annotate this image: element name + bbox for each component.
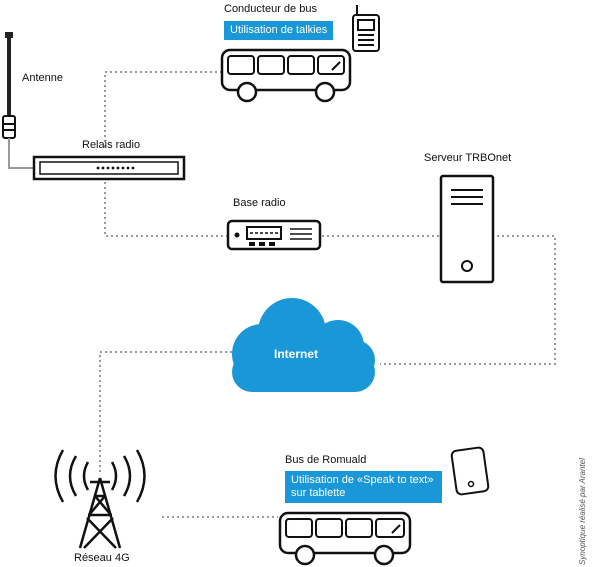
tablet-icon (450, 446, 490, 496)
connection-lines (99, 71, 556, 518)
relay-label: Relais radio (82, 139, 141, 151)
relay-radio-icon (32, 155, 186, 181)
internet-label: Internet (274, 347, 319, 361)
driver-label: Conducteur de bus (224, 3, 317, 15)
bus-romuald-label: Bus de Romuald (285, 454, 367, 466)
link-base-radio-to-server (322, 235, 556, 365)
speak-to-text-callout: Utilisation de «Speak to text» sur table… (285, 471, 442, 503)
speak-callout-line2: sur tablette (291, 487, 346, 499)
base-radio-label: Base radio (233, 197, 286, 209)
internet-cloud-icon (232, 298, 375, 392)
antenna-label: Antenne (22, 72, 63, 84)
server-label: Serveur TRBOnet (424, 152, 512, 164)
link-relay-to-base-radio (104, 182, 228, 237)
driver-bus-icon (220, 48, 352, 103)
link-internet-to-4g (99, 351, 232, 472)
romuald-bus-icon (278, 511, 412, 566)
network-4g-label: Réseau 4G (74, 552, 130, 564)
base-radio-icon (226, 219, 322, 251)
walkie-talkie-icon (352, 5, 380, 52)
speak-callout-line1: Utilisation de «Speak to text» (291, 474, 434, 486)
antenna-icon (2, 32, 38, 169)
link-driver-bus-to-relay (104, 71, 222, 150)
talkies-callout: Utilisation de talkies (224, 21, 334, 40)
credit-text: Synoptique réalisé par Arantel (578, 458, 587, 565)
cell-tower-icon (54, 449, 146, 549)
server-icon (439, 174, 495, 284)
